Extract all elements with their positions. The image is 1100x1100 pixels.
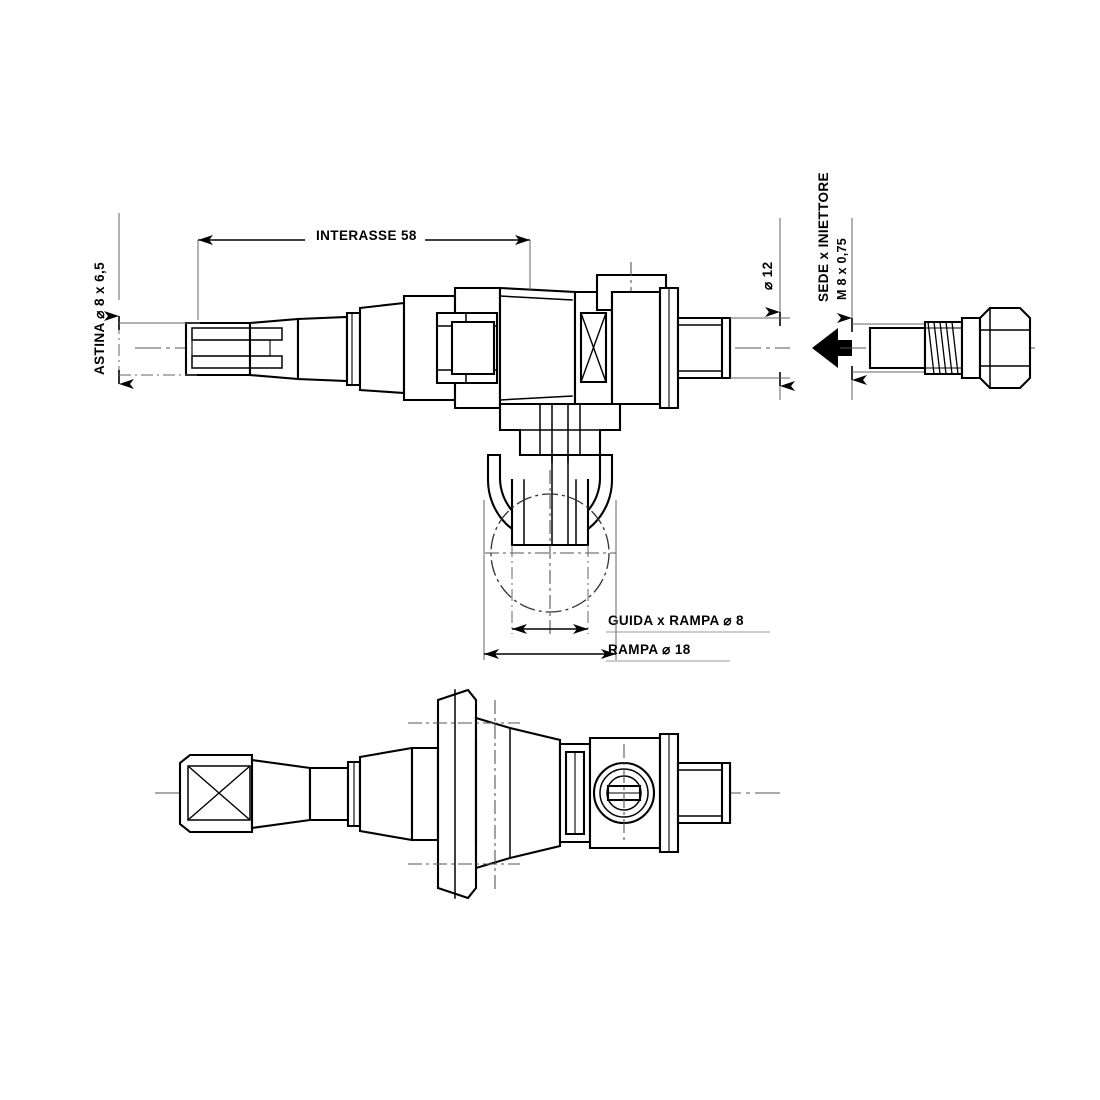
dimension-diam-12: ⌀ 12 — [730, 218, 795, 400]
upper-view: ASTINA ⌀ 8 x 6,5 INTERASSE 58 ⌀ 12 — [92, 213, 852, 636]
lower-shaft-parallel — [308, 766, 350, 822]
valve-right-body — [610, 286, 732, 410]
lower-body-block — [410, 688, 562, 900]
astina-label: ASTINA ⌀ 8 x 6,5 — [92, 262, 107, 375]
valve-body-hex-nut — [402, 286, 502, 410]
lower-shaft-cone — [358, 746, 414, 842]
lower-shaft-taper — [250, 758, 312, 830]
interasse-label: INTERASSE 58 — [316, 228, 417, 243]
valve-main-body — [498, 286, 577, 410]
rampa-phantom-circle — [490, 493, 610, 613]
guida-rampa-label: GUIDA x RAMPA ⌀ 8 — [608, 613, 744, 628]
astina-shaft — [184, 301, 406, 395]
lower-view — [155, 688, 780, 900]
fitting-shank — [868, 326, 927, 370]
dimension-interasse: INTERASSE 58 — [197, 224, 531, 320]
dimension-guida-rampa: GUIDA x RAMPA ⌀ 8 — [511, 545, 770, 634]
diam12-label: ⌀ 12 — [760, 262, 775, 291]
detached-injector-fitting: SEDE x INIETTORE M 8 x 0,75 — [816, 172, 1035, 400]
fitting-thread — [923, 320, 964, 376]
assembly-direction-arrow — [812, 328, 852, 368]
lower-port-section — [558, 736, 662, 850]
dimension-sede-iniettore: SEDE x INIETTORE M 8 x 0,75 — [816, 172, 930, 400]
dimension-astina: ASTINA ⌀ 8 x 6,5 — [92, 213, 200, 389]
sede-iniettore-label-line1: SEDE x INIETTORE — [816, 172, 831, 302]
dimension-rampa: RAMPA ⌀ 18 — [483, 500, 730, 662]
fitting-hex-head — [960, 306, 1032, 390]
rampa-label: RAMPA ⌀ 18 — [608, 642, 691, 657]
lower-outlet — [658, 732, 732, 854]
lower-branch-port — [486, 402, 622, 547]
lower-shaft-flat-end — [178, 753, 254, 834]
sede-iniettore-label-line2: M 8 x 0,75 — [835, 238, 849, 300]
valve-spool-barrel — [573, 290, 614, 406]
interasse-label-mask — [305, 224, 425, 242]
